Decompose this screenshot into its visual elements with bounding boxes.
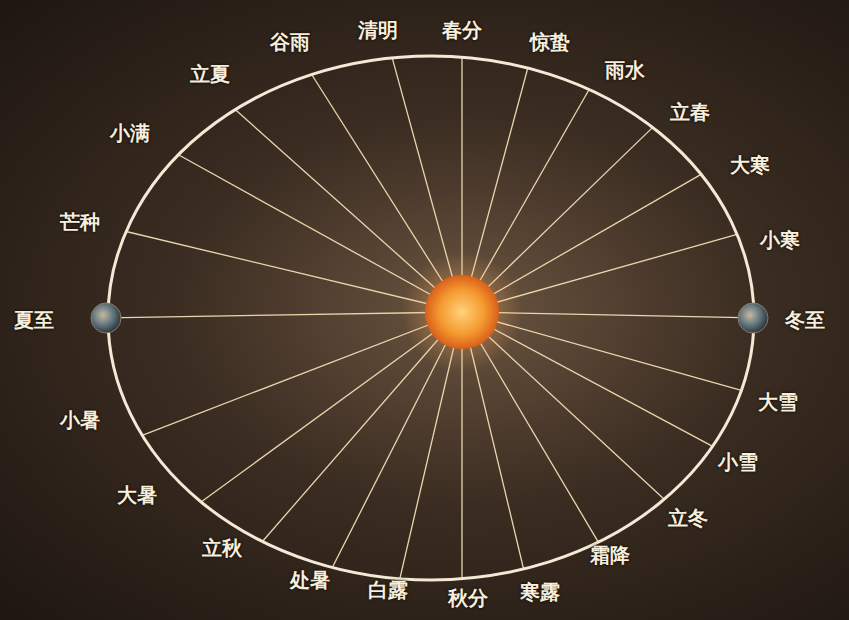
solar-term-label: 芒种	[60, 209, 100, 236]
solar-term-label: 冬至	[785, 307, 825, 334]
solar-term-label: 秋分	[448, 585, 488, 612]
solar-term-label: 惊蛰	[530, 29, 570, 56]
solar-term-label: 小暑	[60, 407, 100, 434]
earth-left	[91, 303, 121, 333]
solar-term-label: 处暑	[290, 567, 330, 594]
earth-right	[738, 303, 768, 333]
solar-term-label: 大暑	[117, 482, 157, 509]
solar-term-label: 白露	[368, 577, 408, 604]
solar-term-label: 小满	[110, 120, 150, 147]
solar-term-label: 立秋	[202, 535, 242, 562]
solar-term-label: 寒露	[520, 579, 560, 606]
solar-term-label: 小雪	[718, 449, 758, 476]
ray-lines	[108, 57, 754, 579]
solar-term-label: 立春	[670, 99, 710, 126]
solar-term-label: 雨水	[605, 57, 645, 84]
solar-term-label: 大雪	[758, 389, 798, 416]
solar-term-label: 立夏	[190, 61, 230, 88]
solar-term-label: 霜降	[590, 542, 630, 569]
solar-term-label: 立冬	[668, 505, 708, 532]
sun-glow	[402, 252, 522, 372]
solar-term-label: 大寒	[730, 152, 770, 179]
orbit-ellipse	[108, 56, 754, 580]
solar-term-label: 清明	[358, 17, 398, 44]
sun	[425, 275, 499, 349]
solar-term-label: 春分	[442, 17, 482, 44]
solar-term-label: 小寒	[760, 227, 800, 254]
solar-term-label: 夏至	[14, 307, 54, 334]
solar-term-label: 谷雨	[270, 29, 310, 56]
